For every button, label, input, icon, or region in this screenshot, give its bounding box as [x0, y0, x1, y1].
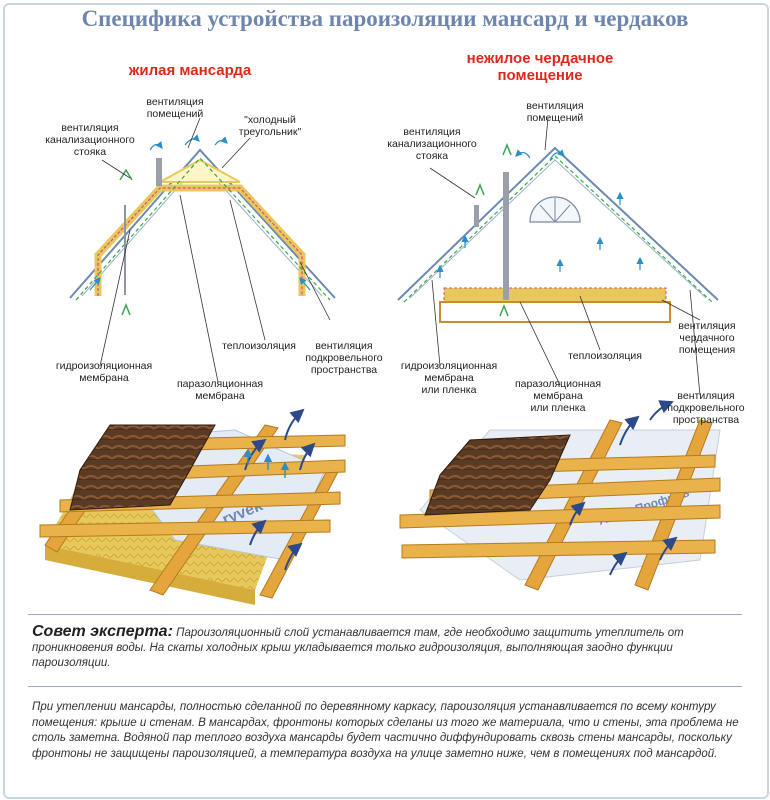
right-label-vent-underroof: вентиляция подкровельного пространства: [667, 390, 745, 426]
right-section-heading: нежилое чердачное помещение: [466, 50, 614, 84]
left-label-vent-rooms: вентиляция помещений: [146, 96, 204, 120]
explanation-paragraph: При утеплении мансарды, полностью сделан…: [32, 701, 739, 760]
left-label-waterproof: гидроизоляционная мембрана: [55, 360, 153, 384]
right-label-insulation: теплоизоляция: [568, 350, 642, 362]
divider-bottom: [28, 686, 742, 687]
left-label-vent-stack: вентиляция канализационного стояка: [45, 122, 135, 158]
right-section-drawing: [397, 117, 719, 396]
expert-tip: Совет эксперта: Пароизоляционный слой ус…: [32, 624, 732, 671]
left-roof-layers-illustration: ryvek: [39, 408, 346, 605]
expert-tip-text: Пароизоляционный слой устанавливается та…: [32, 627, 684, 669]
right-label-vapor: паразоляционная мембрана или пленка: [514, 378, 602, 414]
right-roof-layers-illustration: Алюм Профиль: [399, 400, 721, 591]
left-section-drawing: [69, 117, 336, 383]
left-label-vapor: паразоляционная мембрана: [176, 378, 264, 402]
left-label-vent-underroof: вентиляция подкровельного пространства: [305, 340, 383, 376]
right-label-vent-stack: вентиляция канализационного стояка: [387, 126, 477, 162]
right-label-vent-attic: вентиляция чердачного помещения: [678, 320, 736, 356]
left-label-insulation: теплоизоляция: [222, 340, 296, 352]
divider-top: [28, 614, 742, 615]
right-label-vent-rooms: вентиляция помещений: [526, 100, 584, 124]
diagram-artwork: ryvek Алюм: [39, 117, 721, 605]
left-section-heading: жилая мансарда: [128, 62, 252, 79]
right-label-waterproof: гидроизоляционная мембрана или пленка: [400, 360, 498, 396]
page-title: Специфика устройства пароизоляции мансар…: [81, 6, 689, 31]
left-label-cold-triangle: "холодный треугольник": [238, 114, 302, 138]
page-frame: [3, 3, 769, 799]
expert-tip-heading: Совет эксперта:: [32, 623, 173, 640]
